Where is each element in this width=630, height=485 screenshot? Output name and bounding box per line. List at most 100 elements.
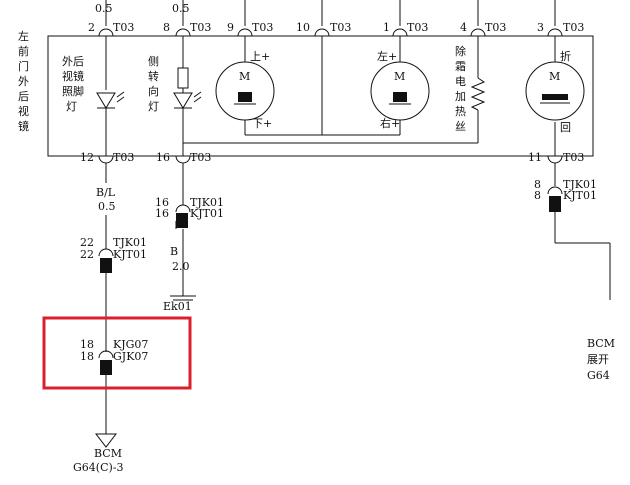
svg-text:向: 向 (148, 84, 159, 98)
defrost-heater-label: 除 霜 电 加 热 丝 (455, 44, 466, 133)
bcm-arrow-icon (94, 433, 118, 448)
svg-text:M: M (394, 70, 405, 83)
svg-text:左: 左 (18, 30, 29, 43)
svg-text:热: 热 (455, 105, 466, 118)
conn-tjk01-16: 16 16 TJK01 KJT01 (155, 196, 224, 220)
mirror-fold-motor: M 折 回 (525, 49, 585, 134)
side-turn-lamp (173, 36, 202, 156)
svg-text:外后: 外后 (62, 55, 84, 68)
puddle-lamp (96, 36, 125, 156)
mirror-label: 左 前 门 外 后 视 镜 (18, 30, 29, 133)
svg-text:加: 加 (455, 90, 466, 103)
bottom-pin-labels: 12 T03 16 T03 11 T03 (80, 151, 584, 164)
t03-connector-box (47, 35, 594, 157)
svg-text:12: 12 (80, 151, 94, 164)
svg-text:18: 18 (80, 338, 94, 351)
svg-text:视镜: 视镜 (62, 69, 84, 83)
svg-text:KJT01: KJT01 (190, 207, 224, 220)
gauge-top-2: 0.5 (172, 2, 190, 15)
mirror-motor-updown: M 上+ 下+ (215, 50, 275, 130)
wire2-line (170, 204, 196, 301)
svg-text:后: 后 (18, 90, 29, 103)
wire1-color: B/L (96, 186, 116, 199)
svg-text:9: 9 (227, 21, 234, 34)
bcm-pin: G64(C)-3 (73, 461, 124, 474)
svg-text:BCM: BCM (587, 337, 615, 350)
svg-text:前: 前 (18, 44, 29, 58)
mirror-motor-leftright: M 左+ 右+ (370, 50, 430, 130)
svg-text:KJT01: KJT01 (113, 248, 147, 261)
svg-text:回: 回 (560, 121, 571, 134)
bottom-pin-arcs (98, 155, 563, 205)
svg-text:4: 4 (460, 21, 467, 34)
internal-bus (183, 36, 556, 156)
conn-tjk01-8: 8 8 TJK01 KJT01 (534, 178, 597, 202)
svg-text:G64: G64 (587, 369, 610, 382)
svg-text:T03: T03 (252, 21, 273, 34)
tjk01-terminal (100, 258, 112, 273)
bcm-name: BCM (94, 447, 122, 460)
svg-text:T03: T03 (190, 151, 211, 164)
conn-kjg07: 18 18 KJG07 GJK07 (80, 338, 148, 363)
svg-text:TJK01: TJK01 (190, 196, 224, 209)
ground-name: Ek01 (163, 300, 192, 313)
svg-text:2: 2 (88, 21, 95, 34)
wire2-gauge: 2.0 (172, 260, 190, 273)
svg-text:T03: T03 (113, 21, 134, 34)
tjk01-8-terminal (549, 196, 561, 212)
svg-text:T03: T03 (113, 151, 134, 164)
svg-text:灯: 灯 (148, 100, 159, 113)
svg-text:22: 22 (80, 248, 94, 261)
svg-text:霜: 霜 (455, 60, 466, 73)
right-edge-text: BCM 展开 G64 (587, 337, 615, 382)
svg-text:GJK07: GJK07 (113, 350, 148, 363)
puddle-lamp-label: 外后 视镜 照脚 灯 (62, 55, 84, 113)
kjg07-terminal (100, 360, 112, 375)
svg-text:KJT01: KJT01 (563, 189, 597, 202)
top-pin-labels: 2 T03 8 T03 9 T03 10 T03 1 T03 4 T03 3 T… (88, 21, 584, 34)
svg-text:视: 视 (18, 104, 29, 118)
top-wires (98, 0, 563, 37)
svg-text:16: 16 (155, 207, 169, 220)
svg-text:右+: 右+ (380, 116, 400, 130)
svg-text:1: 1 (383, 21, 390, 34)
svg-text:8: 8 (534, 189, 541, 202)
svg-text:T03: T03 (407, 21, 428, 34)
svg-text:电: 电 (455, 75, 466, 88)
wire3-line (547, 186, 611, 300)
svg-text:T03: T03 (330, 21, 351, 34)
svg-text:M: M (239, 70, 250, 83)
svg-text:侧: 侧 (148, 55, 159, 68)
svg-text:16: 16 (156, 151, 170, 164)
svg-text:丝: 丝 (455, 120, 466, 133)
svg-text:左+: 左+ (377, 50, 397, 63)
svg-text:展开: 展开 (587, 353, 609, 366)
side-turn-label: 侧 转 向 灯 (148, 55, 159, 113)
svg-text:18: 18 (80, 350, 94, 363)
tjk01-16-terminal (176, 213, 188, 228)
svg-text:KJG07: KJG07 (113, 338, 148, 351)
wire1-line (98, 215, 114, 434)
wire2-color: B (170, 245, 178, 258)
svg-text:灯: 灯 (66, 100, 77, 113)
svg-text:除: 除 (455, 44, 466, 58)
svg-text:16: 16 (155, 196, 169, 209)
svg-text:T03: T03 (563, 151, 584, 164)
svg-text:3: 3 (537, 21, 544, 34)
svg-text:T03: T03 (190, 21, 211, 34)
svg-text:T03: T03 (485, 21, 506, 34)
svg-text:照脚: 照脚 (62, 84, 84, 98)
svg-text:M: M (549, 70, 560, 83)
svg-text:TJK01: TJK01 (563, 178, 597, 191)
svg-text:折: 折 (560, 49, 571, 63)
wire1-gauge: 0.5 (98, 200, 116, 213)
svg-text:11: 11 (528, 151, 542, 164)
svg-text:下+: 下+ (252, 117, 272, 130)
conn-tjk01-left: 22 22 TJK01 KJT01 (80, 236, 147, 261)
svg-text:8: 8 (534, 178, 541, 191)
svg-text:10: 10 (296, 21, 310, 34)
svg-text:上+: 上+ (250, 50, 270, 63)
gauge-top-1: 0.5 (95, 2, 113, 15)
svg-text:门: 门 (18, 59, 29, 73)
